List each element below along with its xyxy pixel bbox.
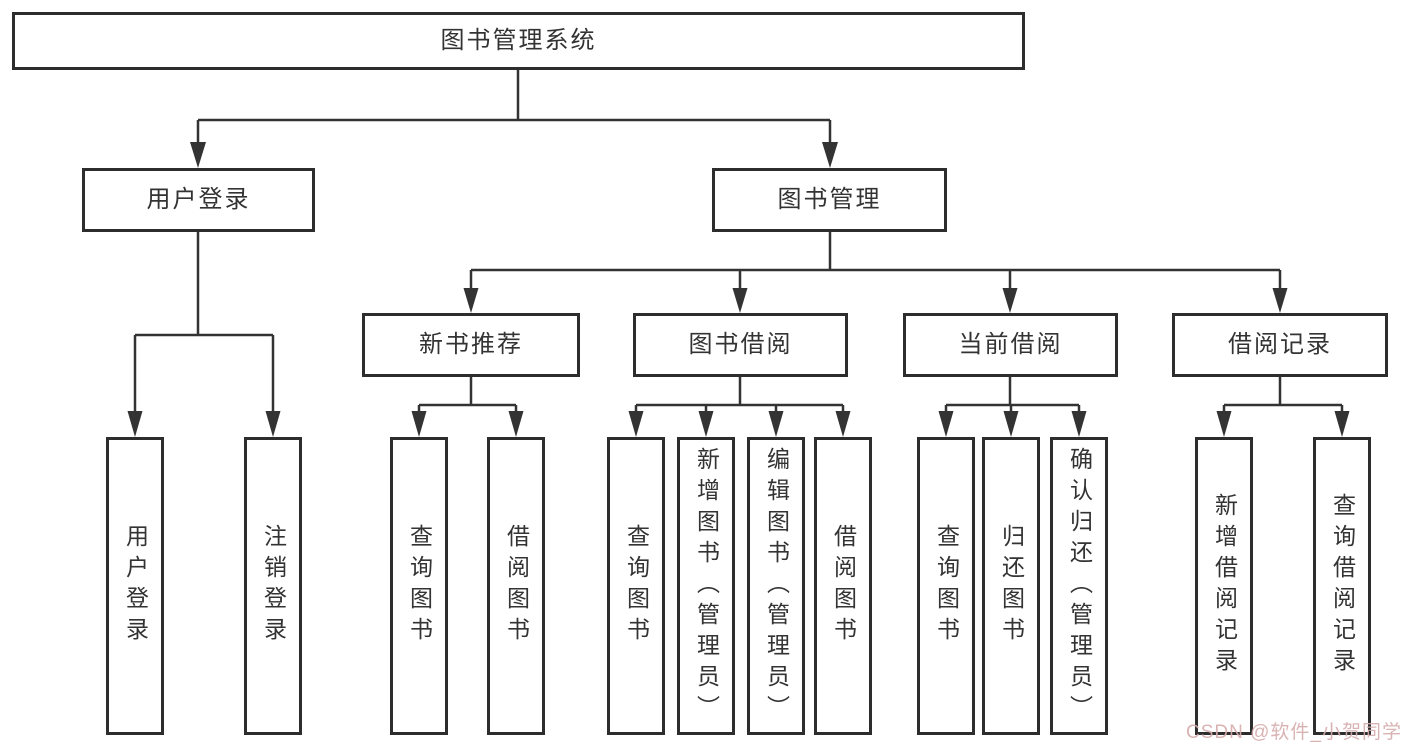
leaf-user-login: 用户登录 bbox=[106, 437, 164, 735]
node-current-borrowing: 当前借阅 bbox=[903, 313, 1118, 377]
leaf-confirm-return-admin: 确认归还（管理员） bbox=[1050, 437, 1108, 735]
node-borrowing-records: 借阅记录 bbox=[1172, 313, 1388, 377]
leaf-borrow-books-2: 借阅图书 bbox=[814, 437, 872, 735]
csdn-watermark: CSDN @软件_小贺同学 bbox=[1186, 722, 1402, 743]
leaf-add-books-admin: 新增图书（管理员） bbox=[677, 437, 735, 735]
leaf-query-books-3: 查询图书 bbox=[917, 437, 975, 735]
node-user-login: 用户登录 bbox=[82, 168, 315, 232]
leaf-return-books: 归还图书 bbox=[982, 437, 1040, 735]
leaf-edit-books-admin: 编辑图书（管理员） bbox=[747, 437, 805, 735]
leaf-borrow-books-1: 借阅图书 bbox=[487, 437, 545, 735]
leaf-query-borrow-record: 查询借阅记录 bbox=[1313, 437, 1371, 735]
arrowheads bbox=[127, 142, 1350, 437]
leaf-query-books-1: 查询图书 bbox=[390, 437, 448, 735]
node-new-book-recommend: 新书推荐 bbox=[362, 313, 580, 377]
node-book-borrowing: 图书借阅 bbox=[633, 313, 848, 377]
leaf-query-books-2: 查询图书 bbox=[607, 437, 665, 735]
leaf-add-borrow-record: 新增借阅记录 bbox=[1195, 437, 1253, 735]
node-book-management: 图书管理 bbox=[712, 168, 947, 232]
tree-edges bbox=[133, 70, 1344, 415]
leaf-logout: 注销登录 bbox=[244, 437, 302, 735]
node-library-management-system: 图书管理系统 bbox=[12, 12, 1025, 70]
